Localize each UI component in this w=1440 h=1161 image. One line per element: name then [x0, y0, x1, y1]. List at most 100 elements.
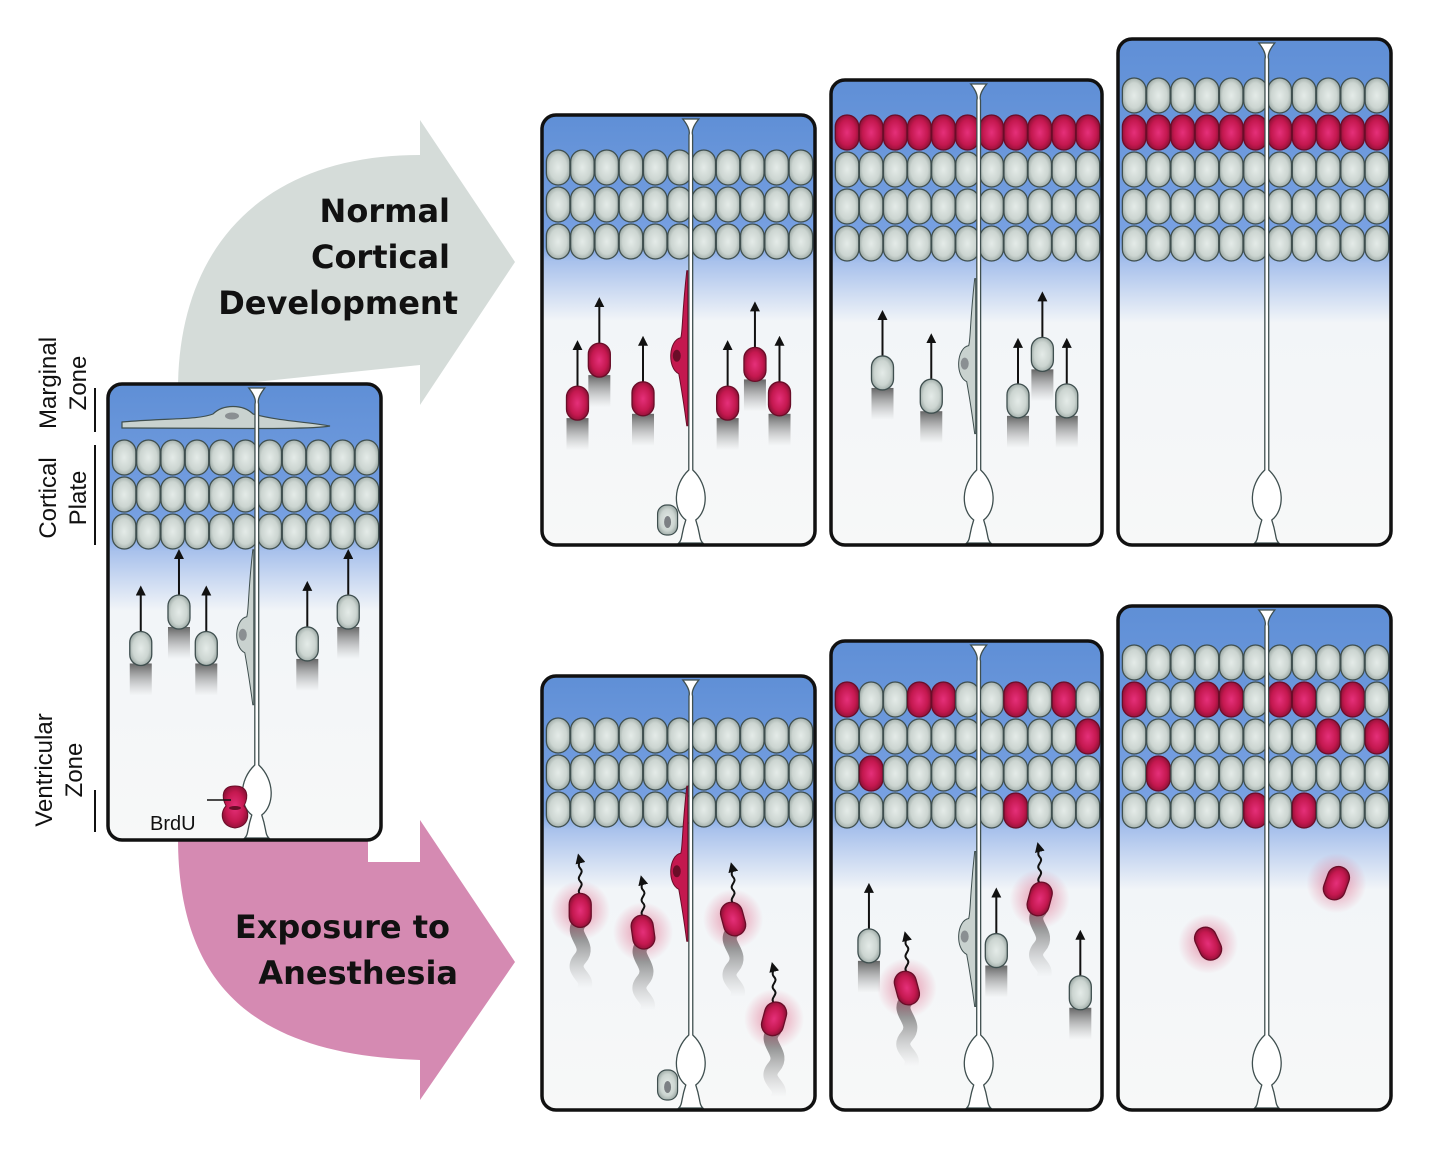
migration-trail	[743, 379, 766, 412]
migration-trail	[1031, 369, 1054, 402]
brdu-labeled-neuron	[1322, 865, 1351, 901]
migration-trail	[857, 960, 880, 993]
neuron-cortical	[858, 681, 884, 718]
unlabeled-neuron	[919, 378, 943, 414]
migrating-neuron	[715, 340, 740, 451]
neuron-cortical	[1364, 188, 1390, 225]
neuron-cortical	[788, 186, 814, 223]
neuron-cortical	[1194, 188, 1220, 225]
neuron-cortical	[1051, 188, 1077, 225]
neuron-cortical	[834, 188, 860, 225]
neuron-cortical	[1121, 644, 1147, 681]
neuron-cortical	[111, 439, 137, 476]
migration-trail	[1006, 415, 1029, 448]
brdu-neuron-cortical	[1267, 114, 1293, 151]
neuron-cortical	[136, 476, 161, 513]
panel-border	[540, 674, 817, 1112]
brdu-neuron-cortical	[882, 114, 908, 151]
neuron-cortical	[281, 439, 307, 476]
neuron-cortical	[906, 188, 932, 225]
neuron-cortical	[979, 188, 1004, 225]
neuron-cortical	[160, 476, 186, 513]
neuron-cortical	[1194, 718, 1220, 755]
cell-nucleus	[225, 412, 239, 420]
migrating-neuron	[167, 549, 191, 659]
neuron-cortical	[184, 513, 210, 550]
neuron-cortical	[739, 754, 765, 791]
neuron-cortical	[1194, 77, 1220, 114]
neuron-cortical	[1291, 77, 1317, 114]
brdu-neuron-cortical	[1051, 114, 1077, 151]
unlabeled-neuron	[295, 626, 319, 662]
brdu-neuron-cortical	[1218, 681, 1244, 718]
neuron-cortical	[667, 754, 692, 791]
neuron-cortical	[906, 718, 932, 755]
neuron-cortical	[1218, 77, 1244, 114]
migrating-neuron	[631, 335, 655, 446]
neuron-cortical	[691, 223, 717, 260]
neuron-cortical	[330, 439, 355, 476]
brdu-neuron-cortical	[1315, 114, 1341, 151]
migration-trail	[920, 411, 943, 444]
neuron-cortical	[979, 681, 1004, 718]
neuron-cortical	[739, 791, 765, 828]
neuron-cortical	[1170, 718, 1196, 755]
zone-label-text: Cortical	[35, 457, 62, 538]
panels: BrdU	[106, 37, 1393, 1112]
neuron-cortical	[739, 186, 765, 223]
neuron-cortical	[1051, 225, 1077, 262]
glia-guided-neuron	[236, 549, 255, 706]
neuron-cortical	[281, 513, 307, 550]
cell-nucleus	[238, 628, 247, 641]
neuron-cortical	[955, 755, 980, 792]
brdu-neuron-cortical	[834, 114, 860, 151]
neuron-cortical	[1243, 225, 1268, 262]
migration-trail	[566, 418, 589, 451]
neuron-cortical	[1027, 718, 1053, 755]
neuron-cortical	[1340, 792, 1365, 829]
neuron-cortical	[1218, 755, 1244, 792]
brdu-neuron-cortical	[1121, 681, 1147, 718]
neuron-cortical	[1146, 644, 1171, 681]
neuron-cortical	[667, 149, 692, 186]
panel-initial: BrdU	[106, 382, 383, 842]
neuron-cortical	[1121, 151, 1147, 188]
neuron-cortical	[1051, 755, 1077, 792]
brdu-neuron-cortical	[1194, 114, 1220, 151]
migration-trail	[716, 418, 739, 451]
migrating-neuron	[336, 549, 360, 659]
unlabeled-neuron	[1030, 336, 1055, 373]
normal-label-line: Normal	[320, 192, 450, 230]
neuron-cortical	[1364, 644, 1390, 681]
brdu-neuron-cortical	[1291, 681, 1317, 718]
neuron-cortical	[1243, 681, 1268, 718]
neuron-cortical	[1315, 792, 1341, 829]
cell-nucleus	[664, 1081, 672, 1093]
brdu-neuron-cortical	[906, 681, 932, 718]
migration-trail	[167, 627, 190, 659]
migration-trail	[296, 658, 319, 691]
neuron-cortical	[667, 186, 692, 223]
neuron-cortical	[184, 439, 210, 476]
brdu-neuron-cortical	[931, 681, 956, 718]
brdu-labeled-neuron	[719, 901, 747, 937]
radial-glia-fiber	[1251, 42, 1282, 544]
brdu-labeled-neuron	[631, 381, 655, 417]
neuron-cortical	[906, 225, 932, 262]
neuron-cortical	[1364, 77, 1390, 114]
neuron-cortical	[330, 476, 355, 513]
brdu-neuron-cortical	[979, 114, 1004, 151]
migrating-neuron	[1006, 337, 1030, 448]
neuron-cortical	[570, 186, 595, 223]
neuron-cortical	[1243, 755, 1268, 792]
neuron-cortical	[858, 188, 884, 225]
neuron-cortical	[570, 149, 595, 186]
neuron-cortical	[1243, 644, 1268, 681]
cell-nucleus	[664, 516, 672, 528]
migrating-neuron	[870, 309, 895, 420]
panel-border	[829, 78, 1104, 547]
brdu-neuron-cortical	[1003, 792, 1029, 829]
migration-trail	[129, 663, 152, 696]
neuron-cortical	[111, 476, 137, 513]
neuron-cortical	[715, 149, 741, 186]
